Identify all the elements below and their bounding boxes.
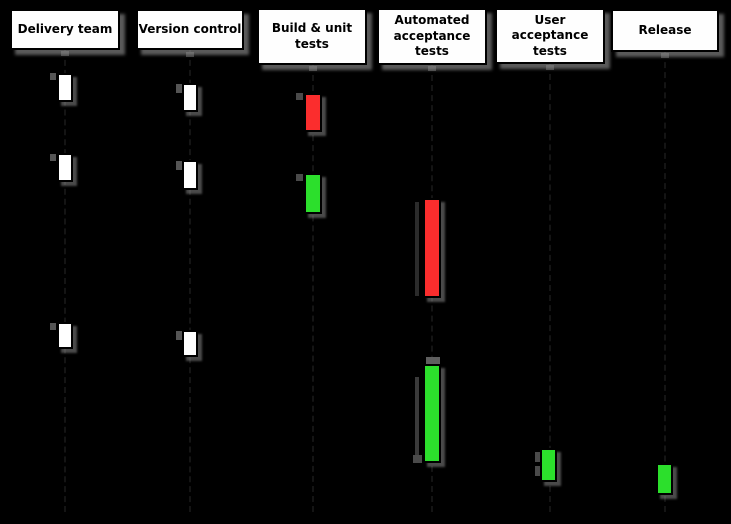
lane-header-delivery-team: Delivery team: [10, 9, 120, 50]
shadow-artifact: [415, 377, 419, 459]
shadow-artifact: [535, 452, 540, 462]
lane-header-label: Version control: [138, 21, 242, 36]
shadow-artifact: [309, 66, 317, 71]
shadow-artifact: [50, 323, 56, 330]
automated-acceptance-tests-failure-bar: [423, 198, 441, 298]
shadow-artifact: [296, 93, 303, 100]
delivery-team-activation-box: [57, 73, 73, 102]
shadow-artifact: [176, 331, 182, 340]
lane-header-automated-acceptance-tests: Automated acceptance tests: [377, 8, 487, 65]
lane-header-label: Build & unit tests: [271, 20, 353, 51]
shadow-artifact: [186, 52, 194, 57]
shadow-artifact: [61, 51, 69, 56]
shadow-artifact: [176, 84, 182, 93]
lane-header-label: Delivery team: [17, 21, 113, 36]
lifeline-version-control: [189, 50, 191, 512]
version-control-activation-box: [182, 330, 198, 357]
shadow-artifact: [413, 455, 422, 463]
lane-header-label: User acceptance tests: [511, 12, 589, 58]
version-control-activation-box: [182, 83, 198, 112]
lane-header-version-control: Version control: [136, 9, 244, 50]
shadow-artifact: [546, 65, 554, 70]
shadow-artifact: [426, 357, 440, 364]
build-unit-tests-failure-bar: [304, 93, 322, 132]
release-success-bar: [656, 463, 673, 495]
shadow-artifact: [296, 174, 303, 181]
lifeline-delivery-team: [64, 50, 66, 512]
delivery-team-activation-box: [57, 322, 73, 349]
shadow-artifact: [661, 53, 669, 58]
shadow-artifact: [535, 466, 540, 476]
lifeline-user-acceptance-tests: [549, 64, 551, 512]
lane-header-label: Automated acceptance tests: [393, 13, 471, 59]
lane-header-label: Release: [638, 22, 692, 37]
build-unit-tests-success-bar: [304, 173, 322, 214]
automated-acceptance-tests-success-bar: [423, 364, 441, 463]
shadow-artifact: [415, 202, 419, 296]
user-acceptance-tests-success-bar: [540, 448, 557, 482]
shadow-artifact: [176, 161, 182, 170]
lifeline-build-unit-tests: [312, 65, 314, 512]
shadow-artifact: [50, 154, 56, 161]
lane-header-build-unit-tests: Build & unit tests: [257, 8, 367, 65]
lane-header-release: Release: [611, 9, 719, 52]
shadow-artifact: [50, 73, 56, 80]
lane-header-user-acceptance-tests: User acceptance tests: [495, 8, 605, 64]
lifeline-release: [664, 52, 666, 512]
version-control-activation-box: [182, 160, 198, 190]
delivery-team-activation-box: [57, 153, 73, 182]
shadow-artifact: [428, 66, 436, 71]
